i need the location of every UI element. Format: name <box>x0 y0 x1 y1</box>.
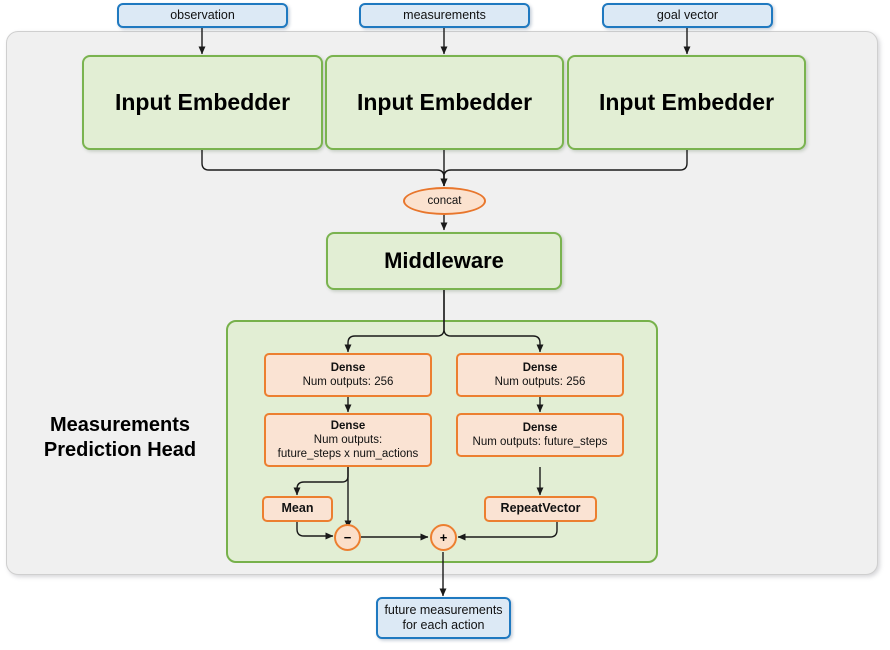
output-label-line1: future measurements <box>384 602 503 617</box>
repeat-vector-label: RepeatVector <box>500 501 581 516</box>
concat-label: concat <box>427 194 462 207</box>
input-embedder-2-label: Input Embedder <box>356 89 533 116</box>
input-embedder-1-label: Input Embedder <box>114 89 291 116</box>
input-label-goal-vector: goal vector <box>656 7 719 22</box>
right-dense-1-subtitle: Num outputs: 256 <box>494 376 586 388</box>
left-dense-2[interactable]: Dense Num outputs: future_steps x num_ac… <box>264 413 432 467</box>
right-dense-2-title: Dense <box>522 421 558 434</box>
repeat-vector-node[interactable]: RepeatVector <box>484 496 597 522</box>
output-label-line2: for each action <box>402 618 485 632</box>
right-dense-1[interactable]: Dense Num outputs: 256 <box>456 353 624 397</box>
left-dense-1-title: Dense <box>330 361 366 374</box>
left-dense-2-subtitle-line1: Num outputs: <box>313 433 383 446</box>
input-embedder-1[interactable]: Input Embedder <box>82 55 323 150</box>
input-embedder-3[interactable]: Input Embedder <box>567 55 806 150</box>
input-label-observation: observation <box>170 7 235 22</box>
prediction-head-title-line1: Measurements <box>49 414 191 436</box>
output-box-future-measurements[interactable]: future measurements for each action <box>376 597 511 639</box>
left-dense-2-title: Dense <box>330 419 366 432</box>
plus-operator[interactable]: + <box>430 524 457 551</box>
input-box-observation[interactable]: observation <box>117 3 288 28</box>
right-dense-2[interactable]: Dense Num outputs: future_steps <box>456 413 624 457</box>
input-embedder-2[interactable]: Input Embedder <box>325 55 564 150</box>
minus-operator[interactable]: − <box>334 524 361 551</box>
prediction-head-title: Measurements Prediction Head <box>26 413 214 463</box>
left-dense-1-subtitle: Num outputs: 256 <box>302 376 394 388</box>
input-box-goal-vector[interactable]: goal vector <box>602 3 773 28</box>
right-dense-2-subtitle: Num outputs: future_steps <box>472 436 608 448</box>
left-dense-1[interactable]: Dense Num outputs: 256 <box>264 353 432 397</box>
prediction-head-title-line2: Prediction Head <box>43 439 197 461</box>
left-dense-2-subtitle-line2: future_steps x num_actions <box>277 448 419 460</box>
concat-node[interactable]: concat <box>403 187 486 215</box>
minus-operator-label: − <box>343 529 352 545</box>
mean-node[interactable]: Mean <box>262 496 333 522</box>
input-box-measurements[interactable]: measurements <box>359 3 530 28</box>
right-dense-1-title: Dense <box>522 361 558 374</box>
middleware-node[interactable]: Middleware <box>326 232 562 290</box>
plus-operator-label: + <box>439 529 448 545</box>
middleware-label: Middleware <box>384 247 504 273</box>
mean-label: Mean <box>281 501 314 516</box>
input-label-measurements: measurements <box>403 7 486 22</box>
input-embedder-3-label: Input Embedder <box>598 89 775 116</box>
